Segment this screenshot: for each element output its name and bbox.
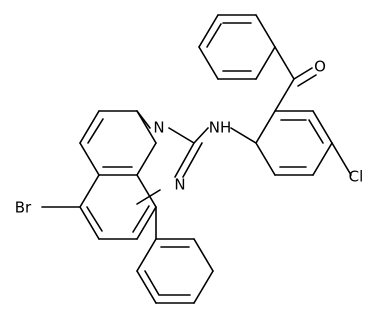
top-phenyl-ring — [198, 14, 276, 80]
chlorine-label: Cl — [349, 168, 364, 186]
nitrogen-top-label: N — [153, 119, 164, 137]
nitrogen-bottom-label: N — [174, 176, 185, 194]
bottom-phenyl-ring — [136, 206, 214, 304]
oxygen-label: O — [314, 58, 326, 76]
benzoyl-linkage — [274, 46, 317, 87]
amine-label: NH — [209, 119, 232, 137]
quinazoline-ring-system — [41, 110, 203, 240]
chlorophenyl-ring — [255, 78, 352, 176]
bromine-label: Br — [15, 199, 32, 217]
amine-bridge — [193, 127, 257, 144]
